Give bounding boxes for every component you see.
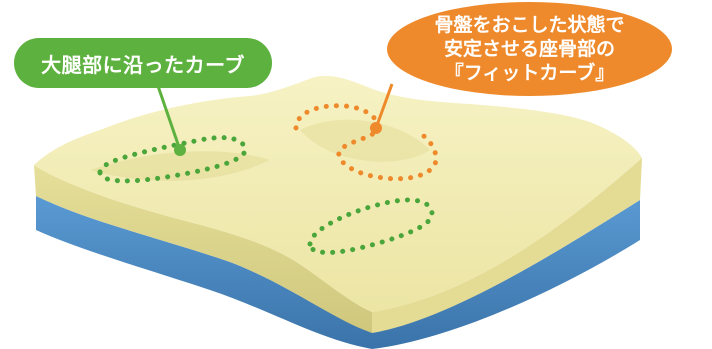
thigh-curve-label: 大腿部に沿ったカーブ <box>41 52 245 77</box>
pelvis-callout-line-1: 骨盤をおこした状態で <box>434 14 625 36</box>
cushion-contour-shadow <box>90 151 270 181</box>
cushion-side-wall-left <box>34 165 372 333</box>
cushion-top-surface <box>34 75 642 312</box>
pelvis-callout-line-3: 『フィットカーブ』 <box>444 62 615 84</box>
thigh-leader-line <box>156 85 182 151</box>
thigh-curve-callout: 大腿部に沿ったカーブ <box>14 38 272 88</box>
cushion-base-layer <box>36 196 640 349</box>
pelvis-leader-line <box>374 83 394 129</box>
thigh-contour-dots <box>307 197 435 255</box>
thigh-contour-dots <box>97 135 248 184</box>
thigh-leader-dot <box>174 144 186 156</box>
pelvis-contour-dots <box>293 103 439 182</box>
pelvis-leader-dot <box>370 122 382 134</box>
pelvis-fit-curve-callout: 骨盤をおこした状態で 安定させる座骨部の 『フィットカーブ』 <box>387 2 672 96</box>
cushion-contour-shadow <box>300 119 430 162</box>
pelvis-callout-line-2: 安定させる座骨部の <box>443 38 615 60</box>
cushion-side-wall-right <box>372 158 642 333</box>
